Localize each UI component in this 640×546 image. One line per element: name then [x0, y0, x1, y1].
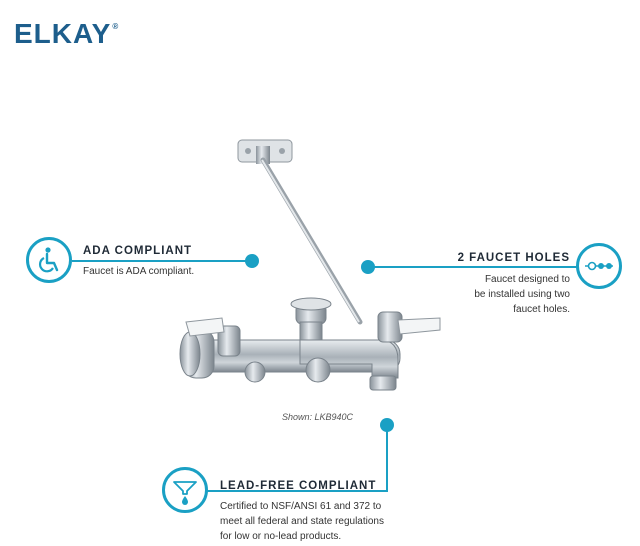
elkay-logo: ELKAY®	[14, 18, 119, 50]
holes-line-3: faucet holes.	[513, 304, 570, 315]
ada-callout-dot	[245, 254, 259, 268]
lead-line-2: meet all federal and state regulations	[220, 516, 384, 527]
ada-icon-circle	[26, 237, 72, 283]
lead-line-1: Certified to NSF/ANSI 61 and 372 to	[220, 501, 382, 512]
product-caption: Shown: LKB940C	[282, 412, 354, 422]
wheelchair-icon	[39, 247, 59, 273]
holes-description: Faucet designed to be installed using tw…	[440, 272, 570, 317]
lead-title: LEAD-FREE COMPLIANT	[220, 480, 377, 492]
ada-connector-line	[72, 260, 254, 262]
lead-connector-horizontal	[205, 490, 388, 492]
ada-title: ADA COMPLIANT	[83, 245, 193, 257]
holes-icon-circle	[576, 243, 622, 289]
holes-line-1: Faucet designed to	[484, 274, 570, 285]
ada-description: Faucet is ADA compliant.	[83, 266, 195, 277]
water-drop-filter-icon	[173, 481, 197, 505]
registered-mark: ®	[112, 22, 120, 31]
logo-text: ELKAY	[14, 18, 112, 49]
lead-connector-vertical	[386, 425, 388, 491]
lead-line-3: for low or no-lead products.	[220, 531, 342, 542]
holes-line-2: be installed using two	[474, 289, 570, 300]
holes-title: 2 FAUCET HOLES	[457, 252, 570, 264]
lead-icon-circle	[162, 467, 208, 513]
holes-connector-line	[368, 266, 578, 268]
faucet-holes-icon	[585, 261, 613, 271]
lead-description: Certified to NSF/ANSI 61 and 372 to meet…	[220, 499, 384, 544]
